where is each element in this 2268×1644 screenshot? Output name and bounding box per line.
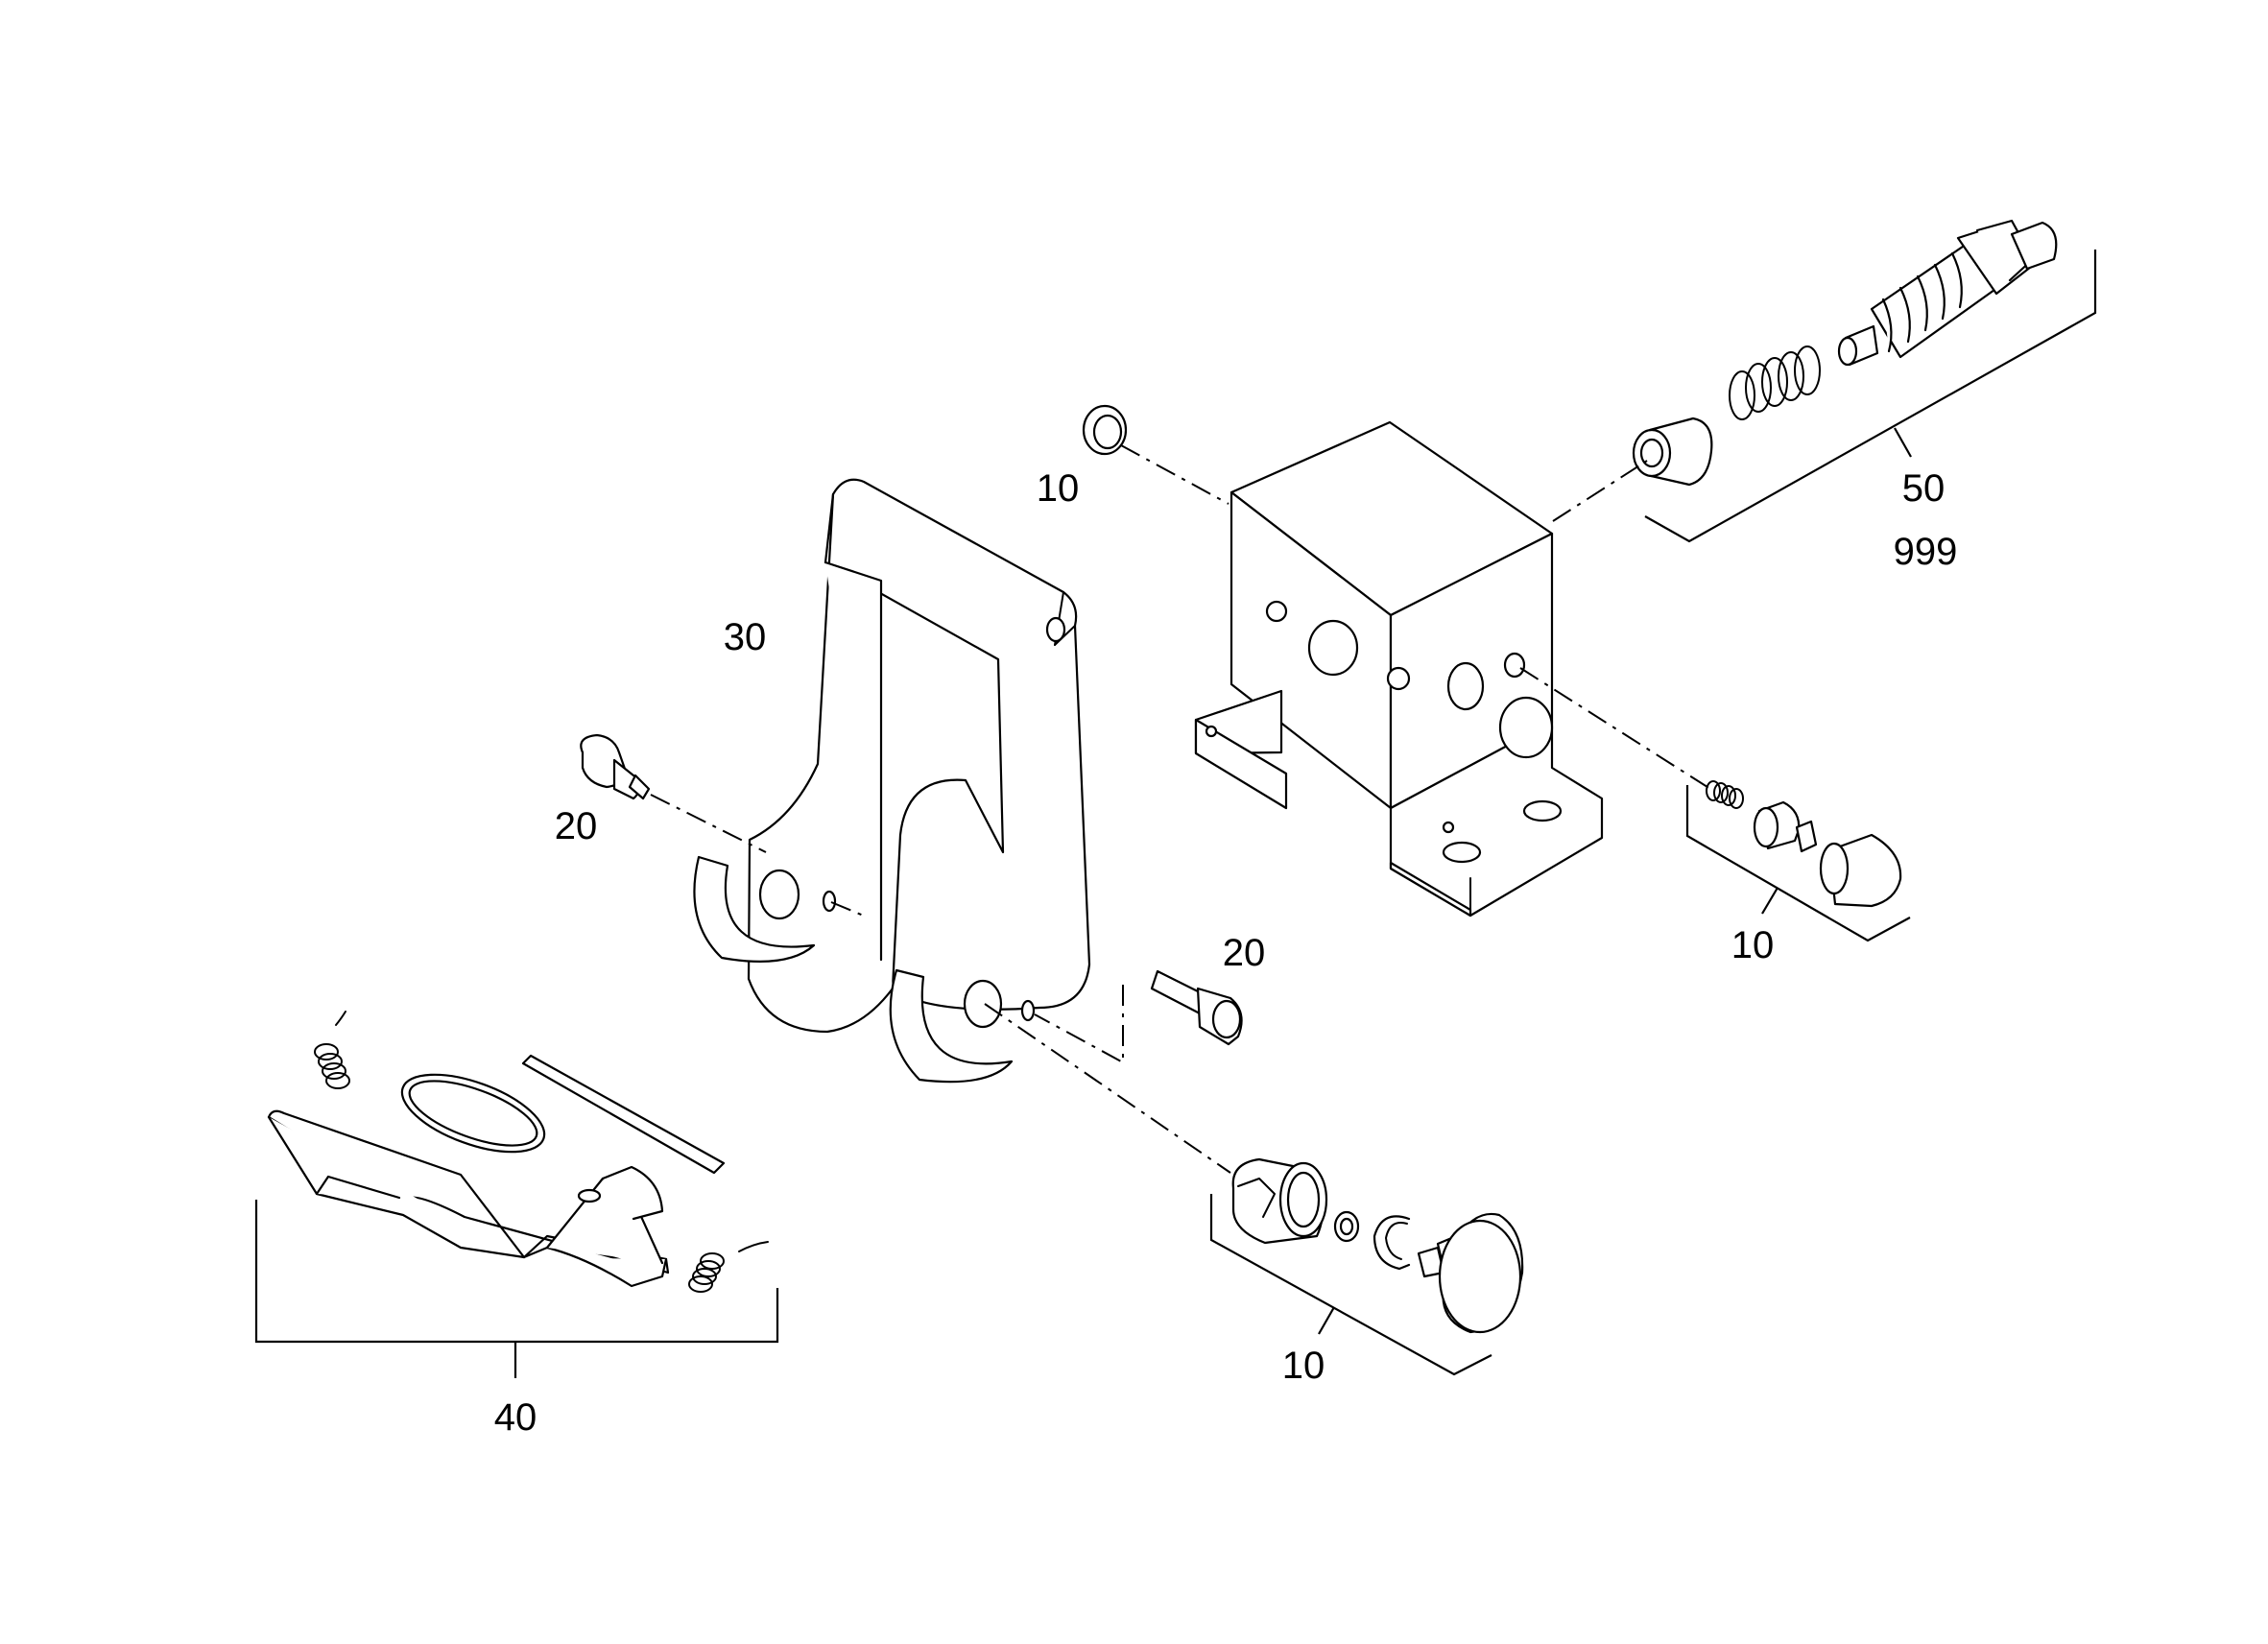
bracket-10-bottom <box>1209 1194 1492 1376</box>
cartridge-assembly <box>1632 219 2058 487</box>
callout-30: 30 <box>724 616 767 658</box>
bolt-right <box>1150 969 1243 1046</box>
bracket-10-right-leader <box>1761 887 1779 915</box>
callout-10-oring: 10 <box>1037 467 1080 510</box>
callout-50: 50 <box>1902 467 1946 510</box>
callout-20-right: 20 <box>1223 932 1266 974</box>
right-valve-parts <box>1706 780 1902 908</box>
centre-lines <box>650 444 1711 1174</box>
callout-20-left: 20 <box>555 805 598 847</box>
o-ring-top <box>1082 404 1128 456</box>
callout-10-right: 10 <box>1731 924 1775 966</box>
callout-40: 40 <box>494 1396 537 1439</box>
bracket-50 <box>1644 250 2097 543</box>
bolt-left <box>580 733 651 800</box>
bracket-40 <box>254 1200 779 1344</box>
callout-10-bottom: 10 <box>1282 1345 1325 1387</box>
callout-999: 999 <box>1894 531 1958 573</box>
valve-block <box>1194 420 1604 917</box>
bottom-valve-parts <box>1231 1157 1524 1334</box>
bracket-50-leader <box>1894 427 1912 458</box>
lever-handle <box>693 478 1091 1084</box>
latch-assembly <box>267 1011 769 1293</box>
bracket-10-bottom-leader <box>1318 1306 1335 1335</box>
